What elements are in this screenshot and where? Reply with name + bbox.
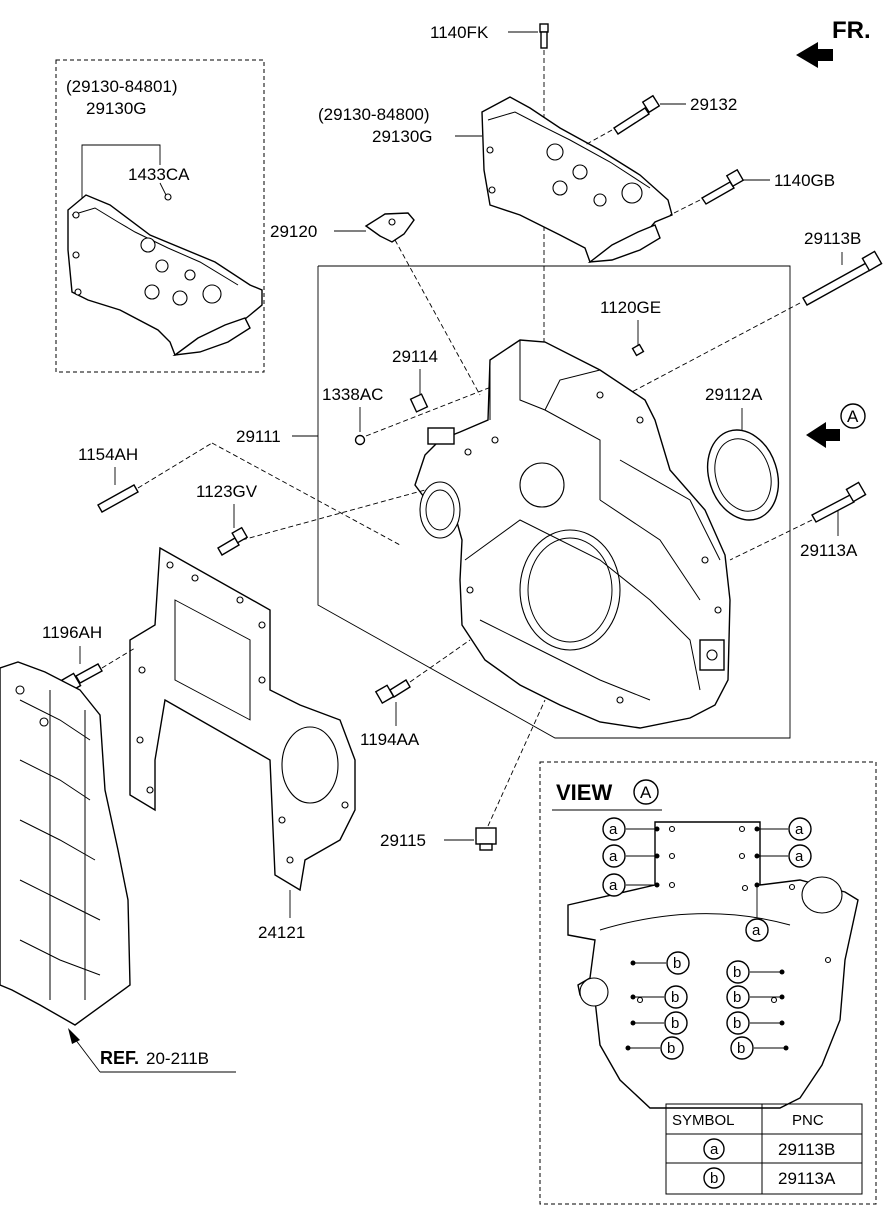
- axis-1154AH: [137, 442, 213, 489]
- flywheel-housing-29111: [414, 339, 731, 729]
- view-a-symbol-a-right: a a a: [745, 817, 812, 942]
- symbol-a-label: a: [609, 848, 618, 865]
- front-arrow-icon: [796, 42, 833, 68]
- bolt-29132: [613, 94, 661, 135]
- label-29113B: 29113B: [804, 229, 861, 248]
- symbol-b-label: b: [737, 1040, 745, 1057]
- table-row-pnc: 29113A: [778, 1169, 836, 1188]
- symbol-a-label: a: [795, 821, 804, 838]
- view-a-marker-label: A: [847, 407, 859, 426]
- bolt-29113B: [802, 250, 883, 306]
- leader-29130G-left: [81, 144, 161, 198]
- view-a-arrow-icon: [806, 422, 840, 448]
- label-1154AH: 1154AH: [78, 445, 138, 464]
- label-29111: 29111: [236, 427, 281, 446]
- ref-arrow-icon: [68, 1028, 80, 1044]
- axis-1196AH: [101, 647, 136, 669]
- label-1194AA: 1194AA: [360, 730, 420, 749]
- label-29115: 29115: [380, 831, 426, 850]
- label-29112A: 29112A: [705, 385, 763, 404]
- symbol-a-label: a: [752, 922, 761, 939]
- view-a-title-marker: A: [640, 783, 652, 802]
- label-1338AC: 1338AC: [322, 385, 383, 404]
- axis-29120: [394, 239, 481, 396]
- oil-seal-29112A: [706, 429, 780, 521]
- view-a-housing-outline: [567, 821, 859, 1109]
- label-1123GV: 1123GV: [196, 482, 258, 501]
- bolt-29113A: [811, 481, 867, 523]
- gasket-plate-24121: [129, 546, 356, 892]
- label-29130-84800: (29130-84800): [318, 105, 430, 124]
- axis-29113A: [729, 519, 813, 561]
- label-1140GB: 1140GB: [774, 171, 835, 190]
- axis-1123GV: [241, 489, 426, 541]
- view-a-symbol-a-left: a a a: [602, 817, 660, 897]
- label-29130G-right: 29130G: [372, 127, 433, 146]
- symbol-b-label: b: [733, 989, 741, 1006]
- axis-29132: [584, 129, 613, 146]
- symbol-a-label: a: [795, 848, 804, 865]
- view-a-panel: [539, 761, 877, 1205]
- table-row-symbol: a: [710, 1141, 719, 1158]
- symbol-b-label: b: [733, 1015, 741, 1032]
- axis-1338AC: [365, 359, 561, 437]
- ref-value: 20-211B: [146, 1049, 209, 1068]
- symbol-b-label: b: [671, 989, 679, 1006]
- view-a-title: VIEW: [556, 780, 612, 805]
- table-row-pnc: 29113B: [778, 1140, 835, 1159]
- label-29114: 29114: [392, 347, 438, 366]
- cylinder-head-right: [481, 96, 673, 263]
- label-29113A: 29113A: [800, 541, 858, 560]
- view-a-symbol-b-right: b b b b: [726, 960, 789, 1060]
- axis-1140GB: [669, 199, 701, 216]
- symbol-pnc-table: SYMBOL PNC a 29113B b 29113A: [665, 1103, 863, 1195]
- label-29130-84801: (29130-84801): [66, 77, 178, 96]
- symbol-b-label: b: [671, 1015, 679, 1032]
- bolt-1123GV: [217, 526, 249, 556]
- label-29120: 29120: [270, 222, 317, 241]
- cylinder-head-left: [67, 193, 263, 357]
- label-29132: 29132: [690, 95, 737, 114]
- bolt-1338AC: [354, 434, 366, 446]
- engine-block-ref: [0, 661, 131, 1026]
- symbol-a-label: a: [609, 821, 618, 838]
- symbol-b-label: b: [733, 964, 741, 981]
- label-1140FK: 1140FK: [430, 23, 489, 42]
- stud-1154AH: [97, 484, 139, 513]
- ref-prefix: REF.: [100, 1048, 139, 1068]
- table-header-pnc: PNC: [792, 1112, 824, 1129]
- symbol-a-label: a: [609, 877, 618, 894]
- label-1433CA: 1433CA: [128, 165, 190, 184]
- leader-1433CA: [159, 182, 167, 196]
- front-direction-indicator: FR.: [796, 17, 871, 68]
- bolt-1194AA: [374, 679, 411, 705]
- label-24121: 24121: [258, 923, 305, 942]
- bolt-1140FK: [539, 23, 549, 49]
- bolt-1120GE: [631, 343, 645, 357]
- symbol-b-label: b: [673, 955, 681, 972]
- assembly-outline: [317, 265, 791, 739]
- bolt-1140GB: [701, 168, 745, 205]
- front-label: FR.: [832, 17, 871, 44]
- drain-plug-29115: [475, 827, 497, 851]
- variant-box-left: [55, 59, 265, 373]
- view-a-indicator: A: [806, 403, 866, 448]
- sensor-29114: [409, 393, 429, 413]
- bracket-29120: [364, 212, 415, 243]
- table-header-symbol: SYMBOL: [672, 1112, 735, 1129]
- label-1196AH: 1196AH: [42, 623, 102, 642]
- view-a-title-marker-circle: [633, 779, 659, 805]
- axis-1154AH-b: [211, 442, 401, 546]
- view-a-marker-circle: [840, 403, 866, 429]
- axis-1194AA: [409, 639, 471, 683]
- axis-29115: [487, 699, 546, 827]
- symbol-b-label: b: [667, 1040, 675, 1057]
- label-29130G-left: 29130G: [86, 99, 147, 118]
- label-1120GE: 1120GE: [600, 298, 661, 317]
- table-row-symbol: b: [710, 1170, 718, 1187]
